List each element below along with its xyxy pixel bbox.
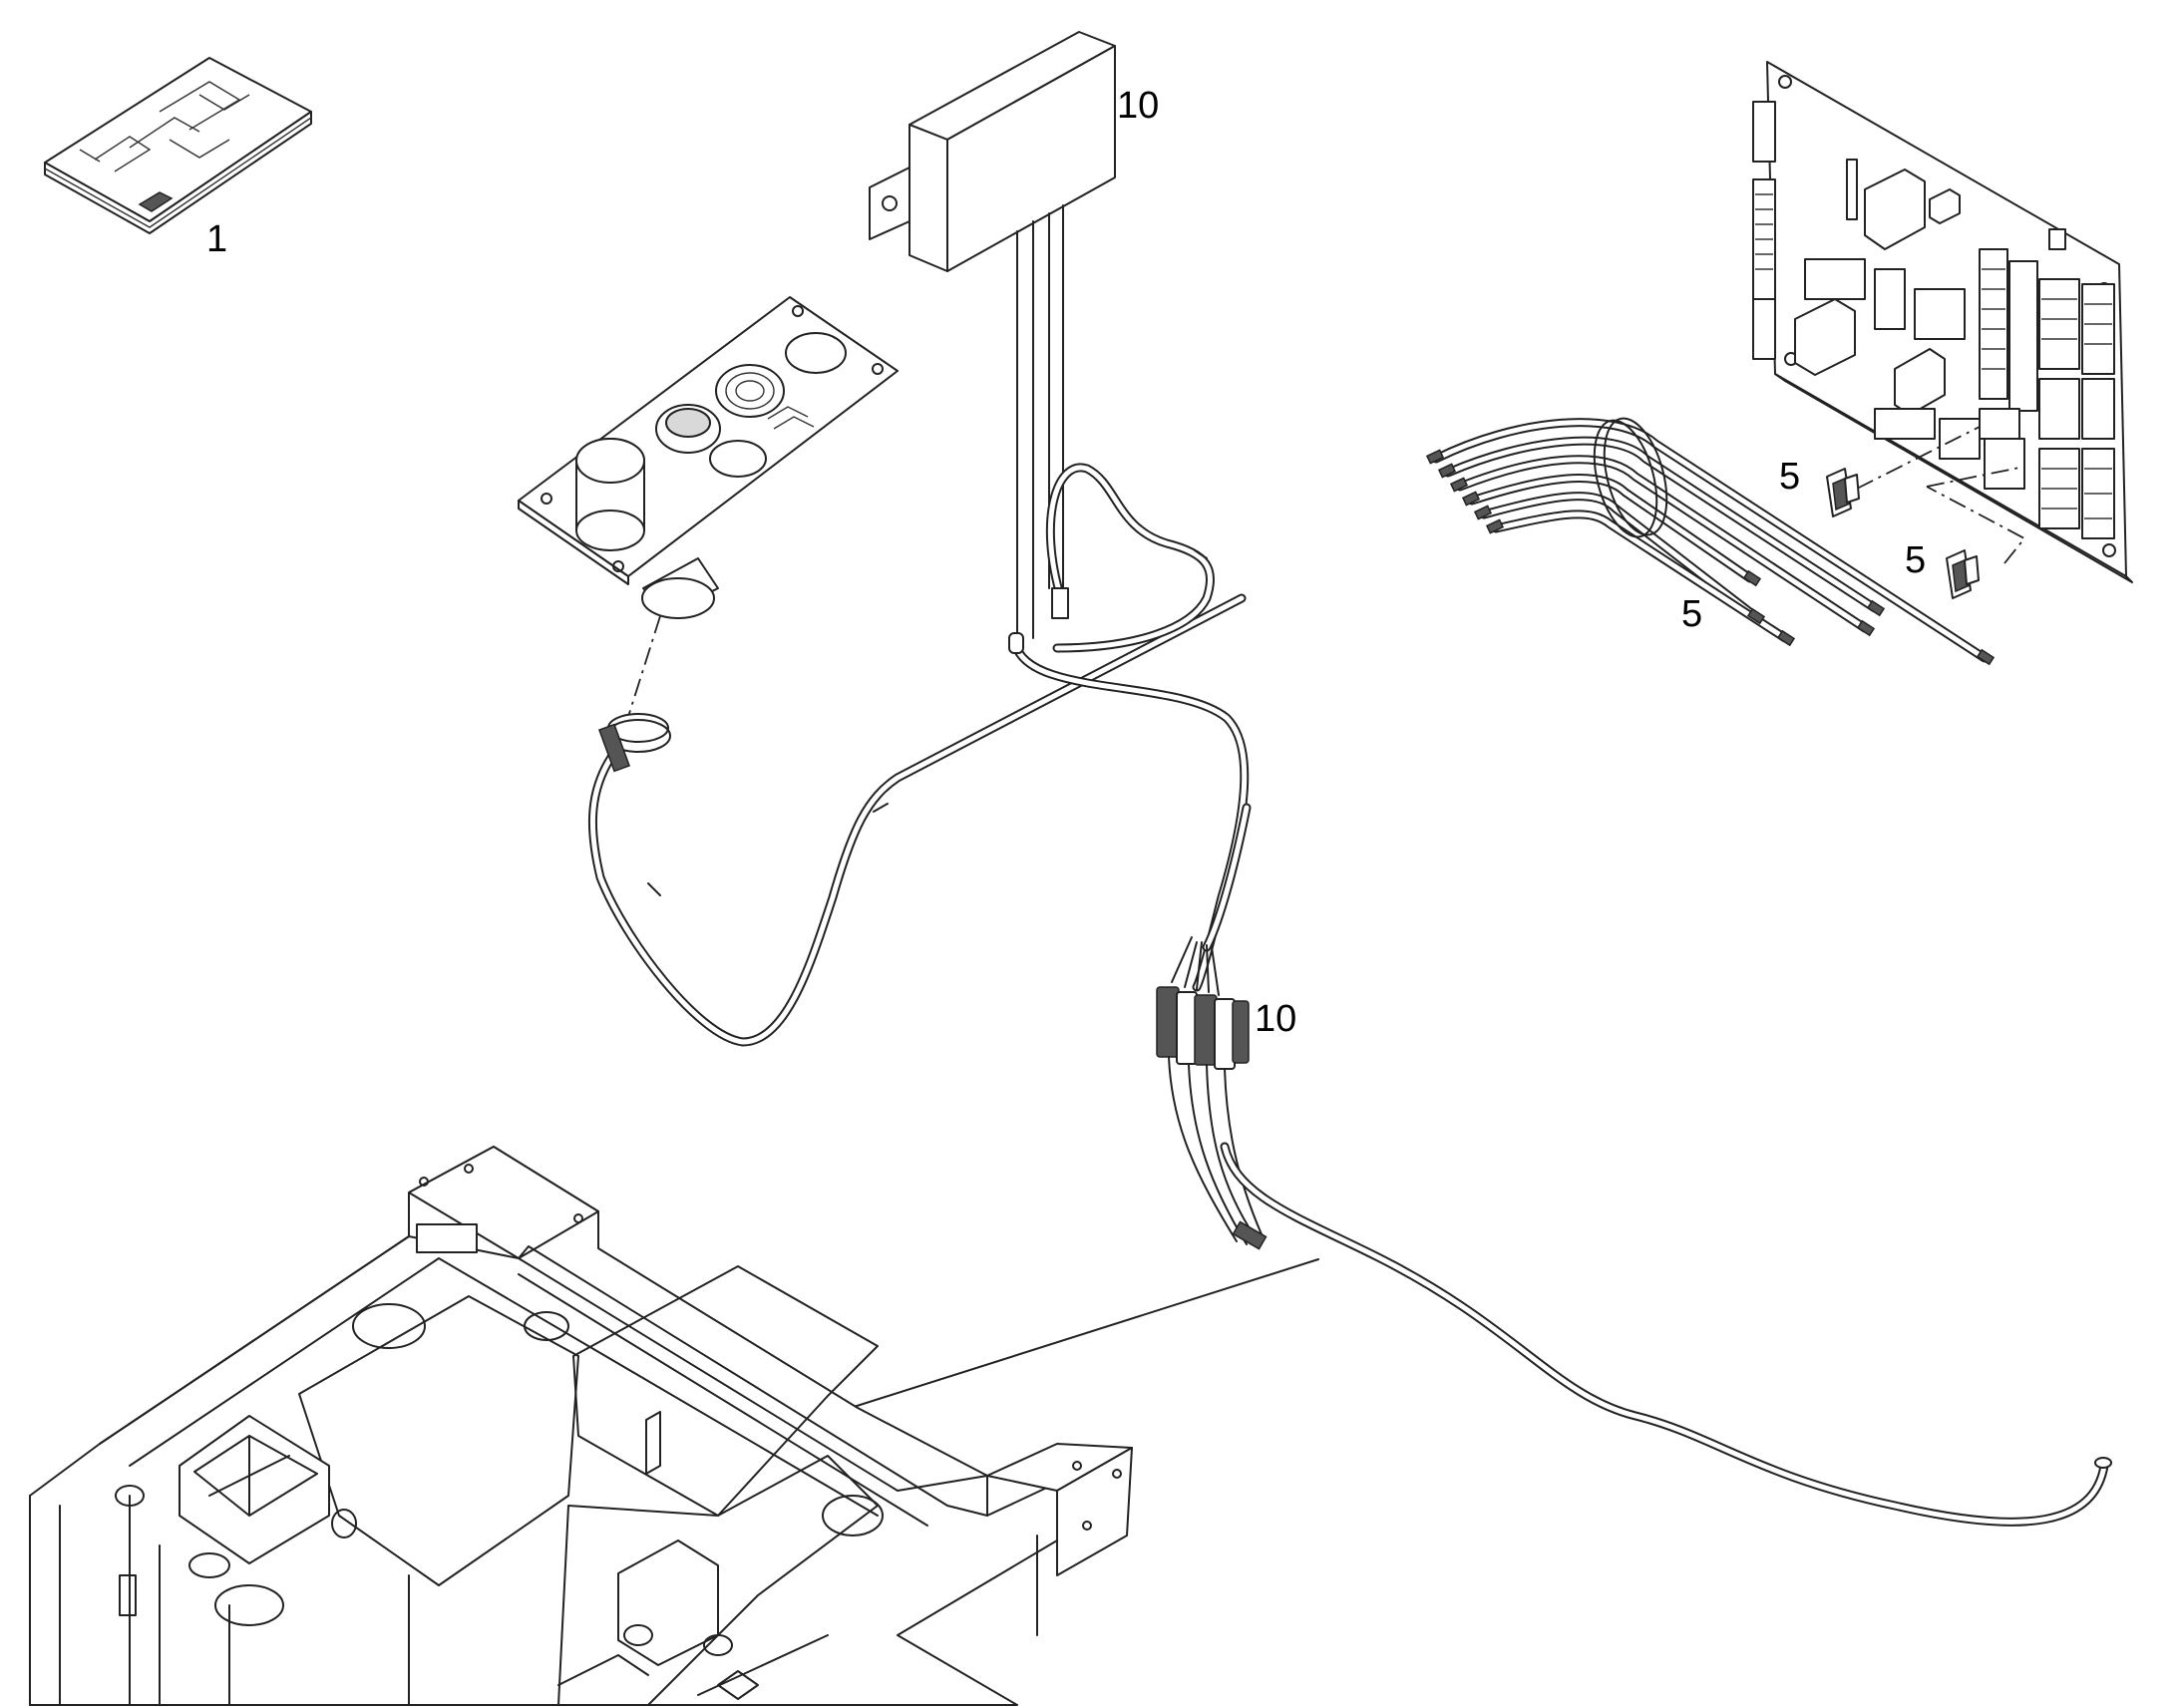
machine-frame (29, 1146, 1133, 1706)
callout-harness: 10 (1255, 998, 1296, 1040)
callout-connector-a: 5 (1779, 456, 1800, 498)
manual-booklet[interactable] (44, 57, 312, 234)
jumper-connector-b[interactable] (1946, 549, 1980, 599)
harness-connector-bundle[interactable] (1156, 936, 1268, 1250)
key-switch-panel[interactable] (518, 296, 899, 619)
callout-connector-b: 5 (1905, 539, 1926, 581)
jumper-connector-a[interactable] (1826, 468, 1860, 517)
cable-clip[interactable] (597, 713, 671, 773)
jumper-wire-bundle[interactable] (1425, 412, 1996, 666)
wiring-harness[interactable] (587, 463, 2112, 1527)
callout-module: 10 (1117, 85, 1159, 127)
circuit-board[interactable] (1752, 61, 2133, 583)
callout-manual: 1 (206, 218, 227, 260)
control-module[interactable] (869, 31, 1116, 639)
callout-jumper-bundle: 5 (1681, 593, 1702, 635)
